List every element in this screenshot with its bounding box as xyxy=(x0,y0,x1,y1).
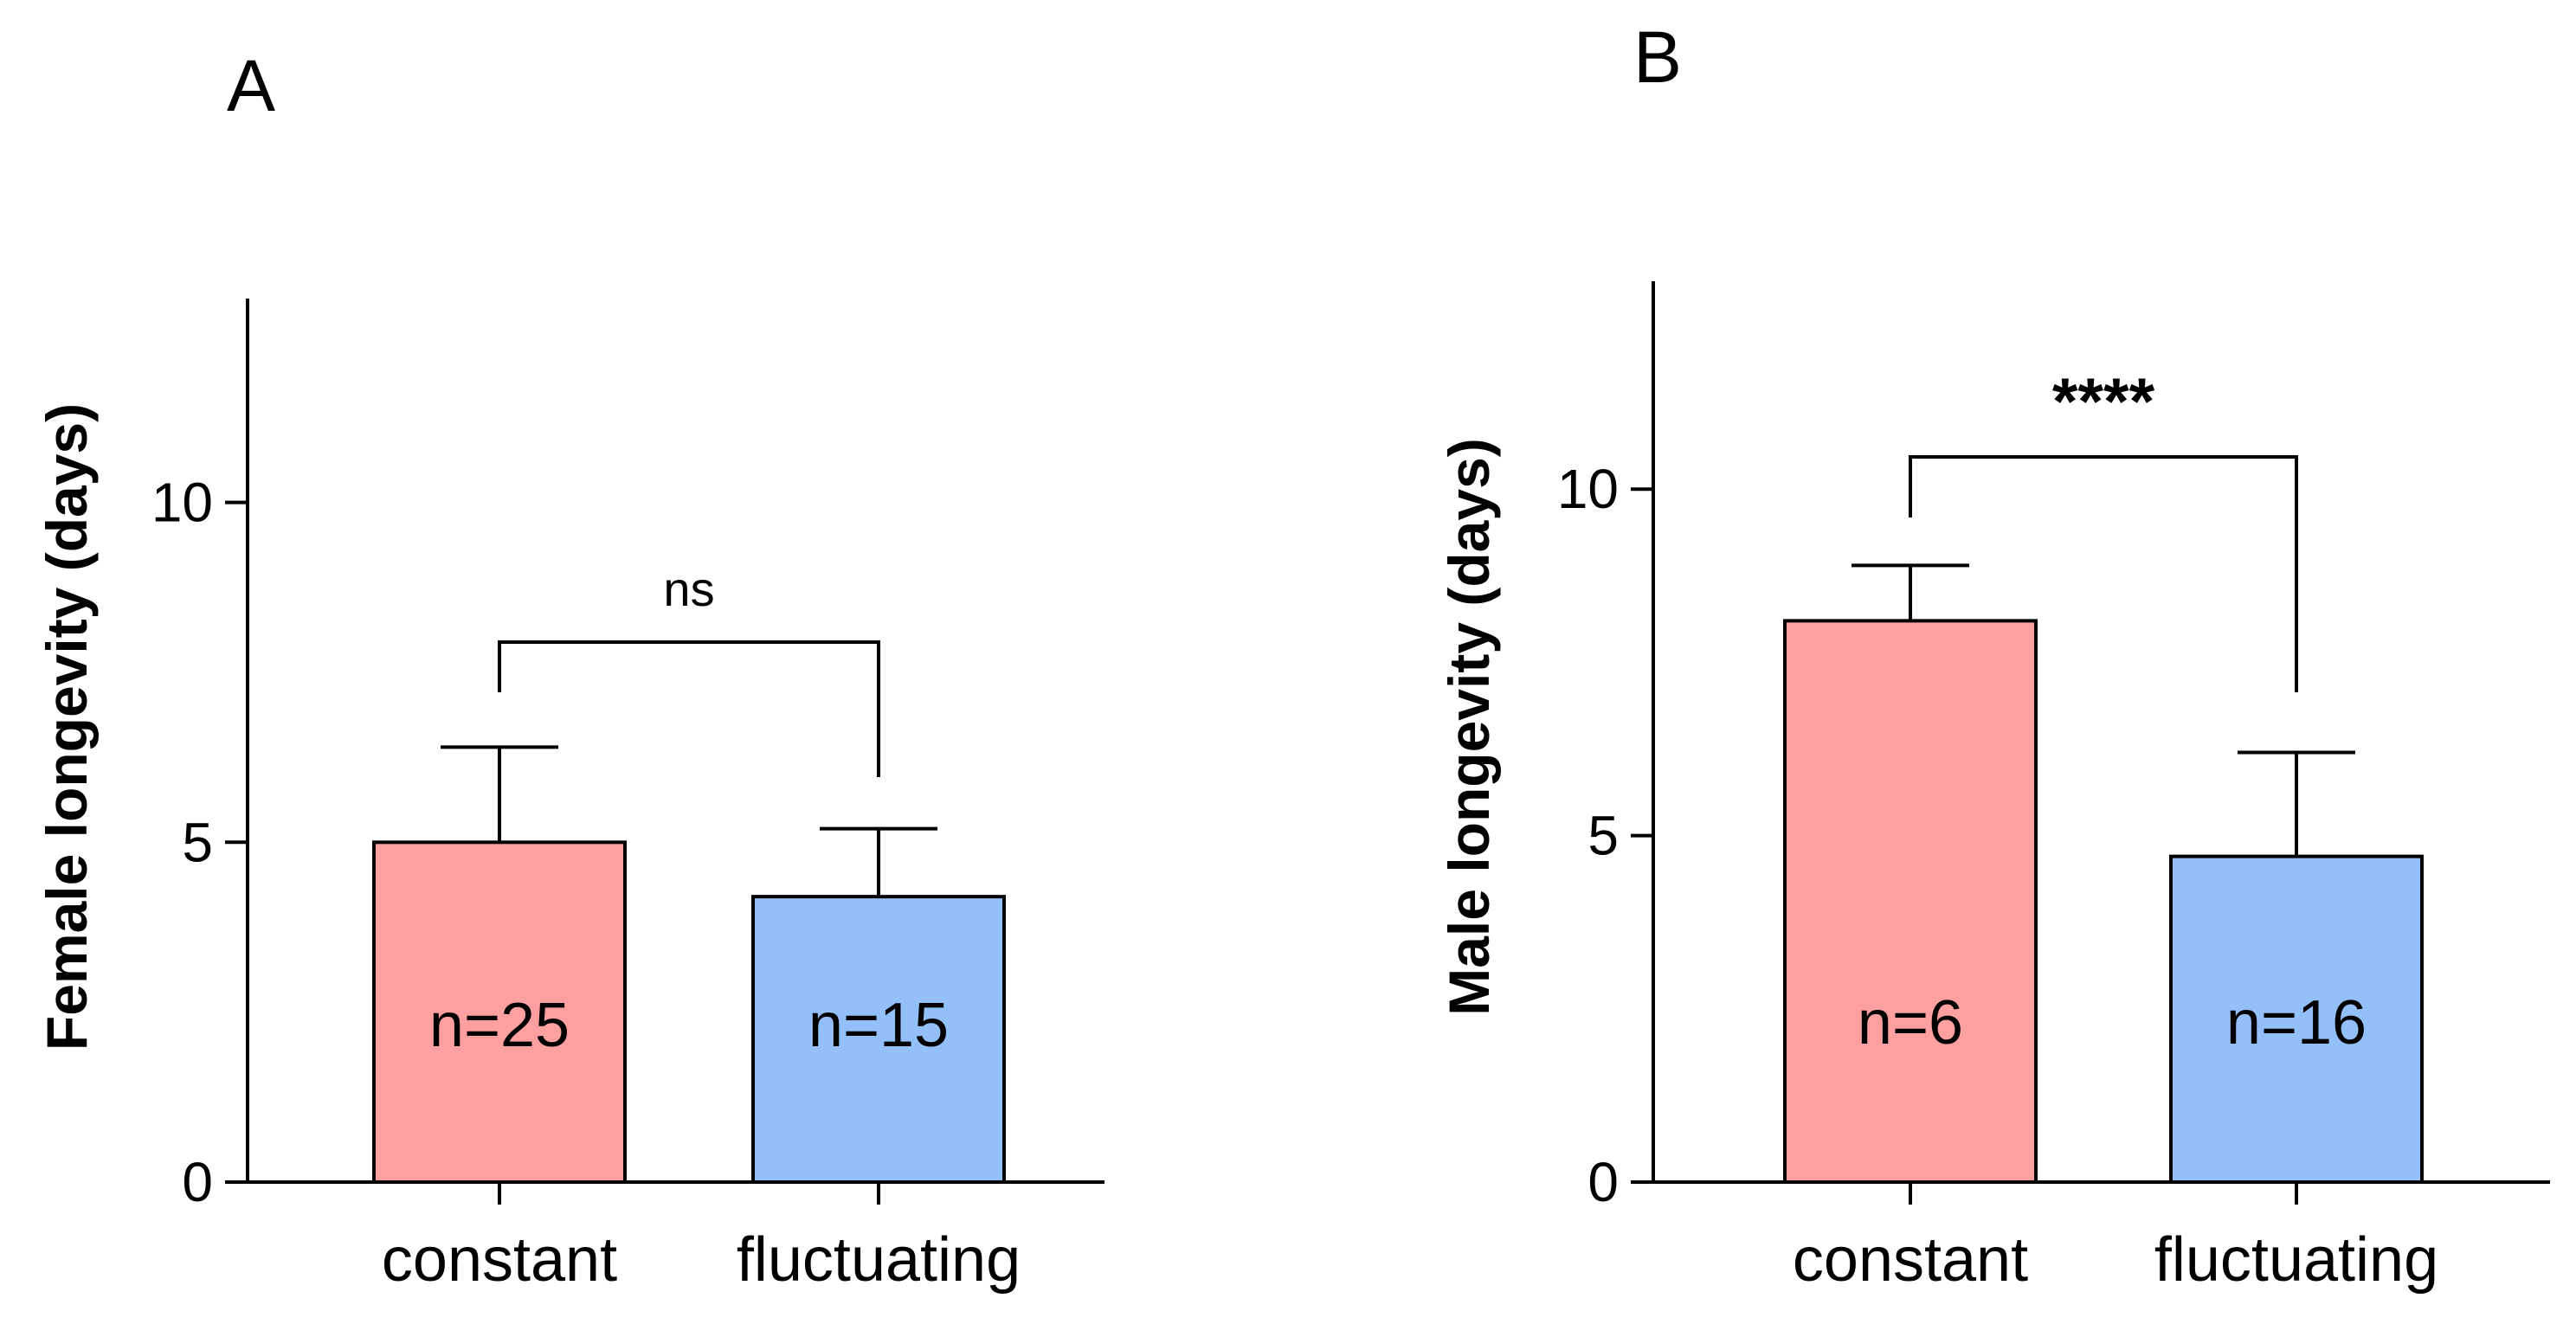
panel-b-significance-label: **** xyxy=(2052,365,2155,439)
panel-a-marks: 0 5 10 xyxy=(151,299,1104,1213)
panel-b-category-label: constant xyxy=(1793,1225,2028,1295)
y-tick-label: 10 xyxy=(1557,458,1619,520)
panel-b-label: B xyxy=(1633,16,1682,98)
panel-b-sample-size-label: n=6 xyxy=(1858,988,1963,1057)
panel-a-sample-size-label: n=25 xyxy=(429,991,570,1060)
panel-a-label: A xyxy=(227,45,275,126)
panel-b: B Male longevity (days) 0 5 10 constant fl… xyxy=(1437,16,2550,1295)
panel-a-category-label: fluctuating xyxy=(737,1225,1021,1295)
panel-b-category-label: fluctuating xyxy=(2154,1225,2438,1295)
y-tick-label: 10 xyxy=(151,472,213,534)
panel-a-category-label: constant xyxy=(382,1225,617,1295)
y-tick-label: 0 xyxy=(182,1151,213,1213)
bar xyxy=(751,895,1006,1184)
panel-a-sample-size-label: n=15 xyxy=(808,991,949,1060)
panel-a-y-axis-label: Female longevity (days) xyxy=(35,403,99,1051)
panel-b-sample-size-label: n=16 xyxy=(2226,988,2367,1057)
panel-a-significance-label: ns xyxy=(663,562,714,616)
panel-b-y-axis-label: Male longevity (days) xyxy=(1437,438,1501,1016)
y-tick-label: 0 xyxy=(1587,1151,1619,1213)
panel-b-marks: 0 5 10 xyxy=(1557,281,2550,1213)
y-tick-label: 5 xyxy=(182,811,213,873)
y-tick-label: 5 xyxy=(1587,805,1619,867)
bar xyxy=(1783,619,2038,1184)
bar xyxy=(2169,854,2424,1185)
